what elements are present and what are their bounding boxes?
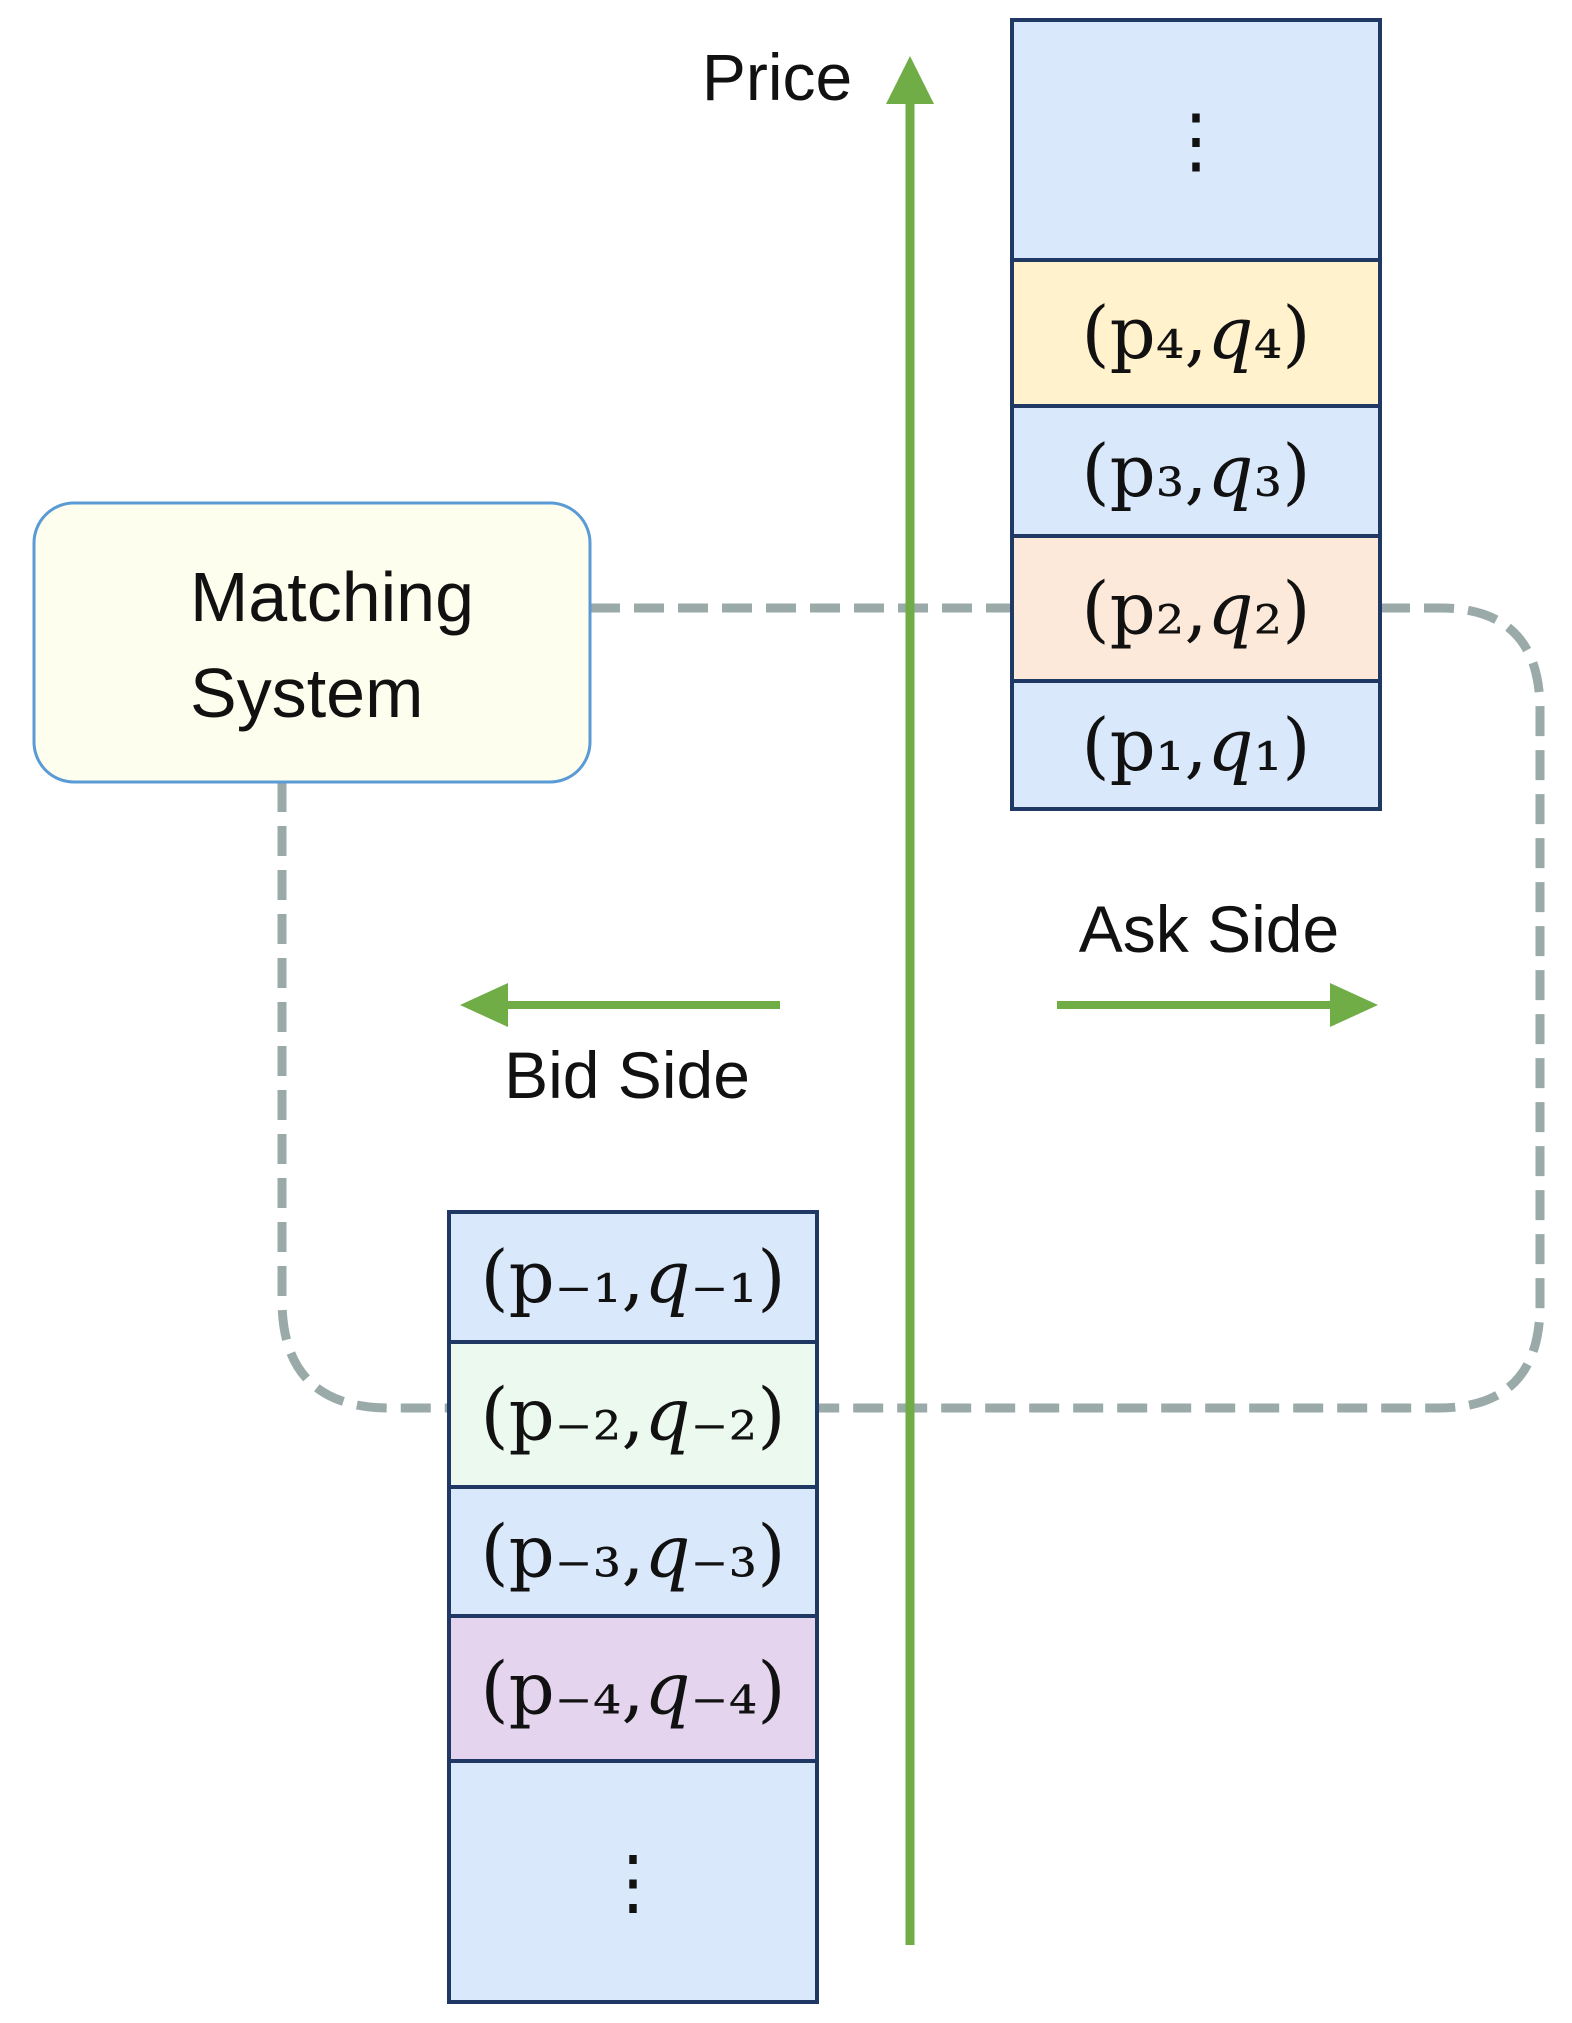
ask-side-cell-label: ⋮: [1160, 98, 1232, 182]
ask-side-arrowhead: [1330, 983, 1378, 1027]
ask-side-cell-label: (p₁,𝑞₁): [1082, 703, 1311, 787]
bid-side-cell-label: (p₋₃,𝑞₋₃): [481, 1510, 786, 1594]
price-axis-label: Price: [702, 40, 852, 114]
ask-side-cell: [1010, 18, 1382, 262]
ask-side-cell: [1010, 534, 1382, 683]
bid-side-cell-label: ⋮: [597, 1840, 669, 1924]
price-axis-arrowhead: [886, 56, 934, 104]
matching-system-label-line1: Matching: [190, 558, 474, 636]
matching-system-label-line2: System: [190, 654, 423, 732]
bid-side-cell-label: (p₋₄,𝑞₋₄): [481, 1647, 786, 1731]
ask-side-cell-label: (p₂,𝑞₂): [1082, 567, 1311, 651]
ask-side-cell: [1010, 679, 1382, 811]
bid-side-cell: [447, 1485, 819, 1618]
ask-side-order-book: ⋮ (p₄,𝑞₄) (p₃,𝑞₃) (p₂,𝑞₂) (p₁,𝑞₁): [1010, 18, 1382, 811]
ask-side-cell-label: (p₄,𝑞₄): [1082, 291, 1311, 375]
bid-side-cell: [447, 1210, 819, 1344]
bid-side-order-book: (p₋₁,𝑞₋₁) (p₋₂,𝑞₋₂) (p₋₃,𝑞₋₃) (p₋₄,𝑞₋₄) ⋮: [447, 1210, 819, 2004]
bid-side-arrowhead: [460, 983, 508, 1027]
connector-ask-to-bid-loop: [817, 603, 1545, 1413]
matching-system-box: [32, 501, 592, 784]
connector-matching-to-bid: [277, 782, 449, 1413]
bid-side-cell: [447, 1614, 819, 1763]
bid-side-cell: [447, 1340, 819, 1489]
bid-side-cell-label: (p₋₂,𝑞₋₂): [481, 1373, 786, 1457]
ask-side-cell-label: (p₃,𝑞₃): [1082, 429, 1311, 513]
ask-side-label: Ask Side: [1079, 892, 1339, 966]
bid-side-cell: [447, 1759, 819, 2004]
bid-side-cell-label: (p₋₁,𝑞₋₁): [481, 1235, 786, 1319]
bid-side-label: Bid Side: [504, 1038, 750, 1112]
ask-side-cell: [1010, 404, 1382, 538]
